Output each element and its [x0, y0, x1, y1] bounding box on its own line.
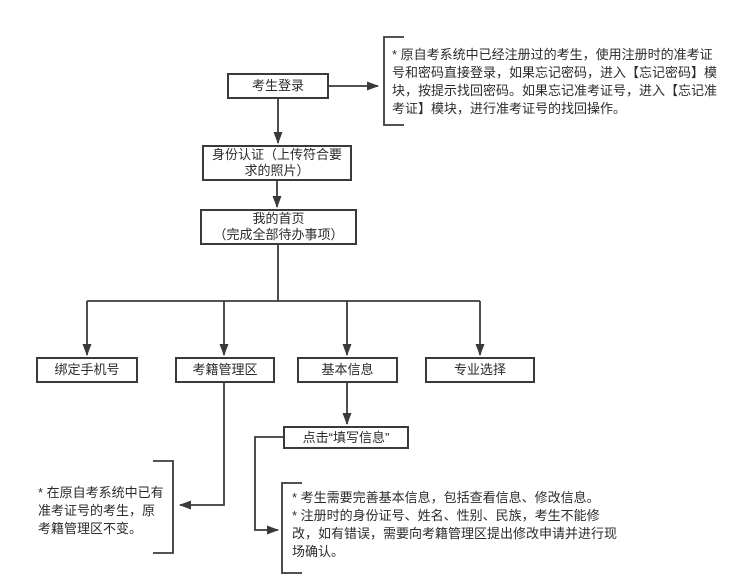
node-major-selection: 专业选择 — [425, 357, 535, 383]
note-basic-info-rules-text-2: * 注册时的身份证号、姓名、性别、民族，考生不能修改，如有错误，需要向考籍管理区… — [292, 508, 618, 559]
bracket-basic-info-note — [281, 482, 302, 574]
note-registration-area-unchanged-text: * 在原自考系统中已有准考证号的考生，原考籍管理区不变。 — [38, 485, 164, 536]
node-bind-phone-number: 绑定手机号 — [36, 357, 138, 383]
node-click-fill-in-information-label: 点击“填写信息” — [302, 429, 390, 445]
note-basic-info-rules: * 考生需要完善基本信息，包括查看信息、修改信息。 * 注册时的身份证号、姓名、… — [292, 489, 618, 561]
note-registration-area-unchanged: * 在原自考系统中已有准考证号的考生，原考籍管理区不变。 — [38, 484, 164, 538]
arrow-click-fill-to-note — [254, 436, 283, 535]
node-registration-management-area: 考籍管理区 — [175, 357, 275, 383]
node-basic-information: 基本信息 — [297, 357, 398, 383]
node-identity-verification-label-line1: 身份认证（上传符合要 — [211, 147, 342, 162]
node-identity-verification-label-line2: 求的照片） — [244, 163, 310, 178]
node-registration-management-area-label: 考籍管理区 — [192, 362, 258, 377]
bracket-registration-note — [153, 460, 174, 554]
node-my-homepage-label-line2: （完成全部待办事项） — [213, 227, 344, 242]
note-login-instructions-text: * 原自考系统中已经注册过的考生，使用注册时的准考证号和密码直接登录，如果忘记密… — [392, 47, 718, 116]
node-my-homepage: 我的首页 （完成全部待办事项） — [200, 209, 357, 245]
bracket-login-note — [383, 36, 404, 126]
arrow-registration-to-note — [179, 383, 225, 510]
node-candidate-login-label: 考生登录 — [251, 78, 304, 93]
node-bind-phone-number-label: 绑定手机号 — [54, 362, 120, 377]
node-major-selection-label: 专业选择 — [453, 362, 506, 377]
node-my-homepage-label-line1: 我的首页 — [252, 211, 305, 226]
node-click-fill-in-information: 点击“填写信息” — [283, 426, 409, 449]
note-login-instructions: * 原自考系统中已经注册过的考生，使用注册时的准考证号和密码直接登录，如果忘记密… — [392, 46, 722, 118]
note-basic-info-rules-text-1: * 考生需要完善基本信息，包括查看信息、修改信息。 — [292, 490, 600, 505]
node-basic-information-label: 基本信息 — [321, 362, 374, 377]
node-identity-verification: 身份认证（上传符合要 求的照片） — [202, 145, 352, 181]
node-candidate-login: 考生登录 — [227, 73, 329, 99]
